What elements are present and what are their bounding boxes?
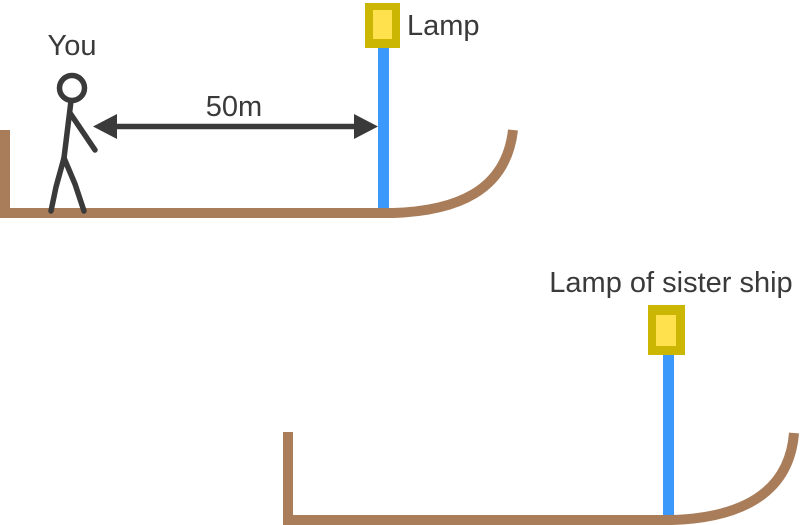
- bottom-ship: [283, 305, 799, 525]
- top-ship-hull-icon: [0, 129, 518, 218]
- arrow-head-right-icon: [354, 114, 378, 139]
- arrow-head-left-icon: [93, 114, 117, 139]
- figure-front-leg-icon: [61, 155, 87, 214]
- stick-figure-you-icon: [48, 72, 98, 214]
- bottom-ship-hull-icon: [283, 432, 799, 525]
- figure-back-leg-icon: [48, 155, 67, 214]
- figure-head-icon: [56, 72, 88, 104]
- figure-arm-icon: [67, 110, 98, 153]
- bottom-lamp-pole-icon: [663, 350, 674, 520]
- bottom-lamp-light-icon: [656, 315, 676, 346]
- lamp-label: Lamp: [407, 10, 480, 42]
- top-lamp-light-icon: [373, 10, 392, 39]
- you-label: You: [47, 30, 97, 62]
- sister-lamp-label: Lamp of sister ship: [549, 267, 793, 299]
- top-lamp-pole-icon: [378, 44, 389, 214]
- figure-body-icon: [61, 98, 74, 161]
- distance-arrow-icon: [93, 114, 378, 139]
- top-ship: [0, 3, 518, 218]
- distance-label: 50m: [205, 91, 263, 123]
